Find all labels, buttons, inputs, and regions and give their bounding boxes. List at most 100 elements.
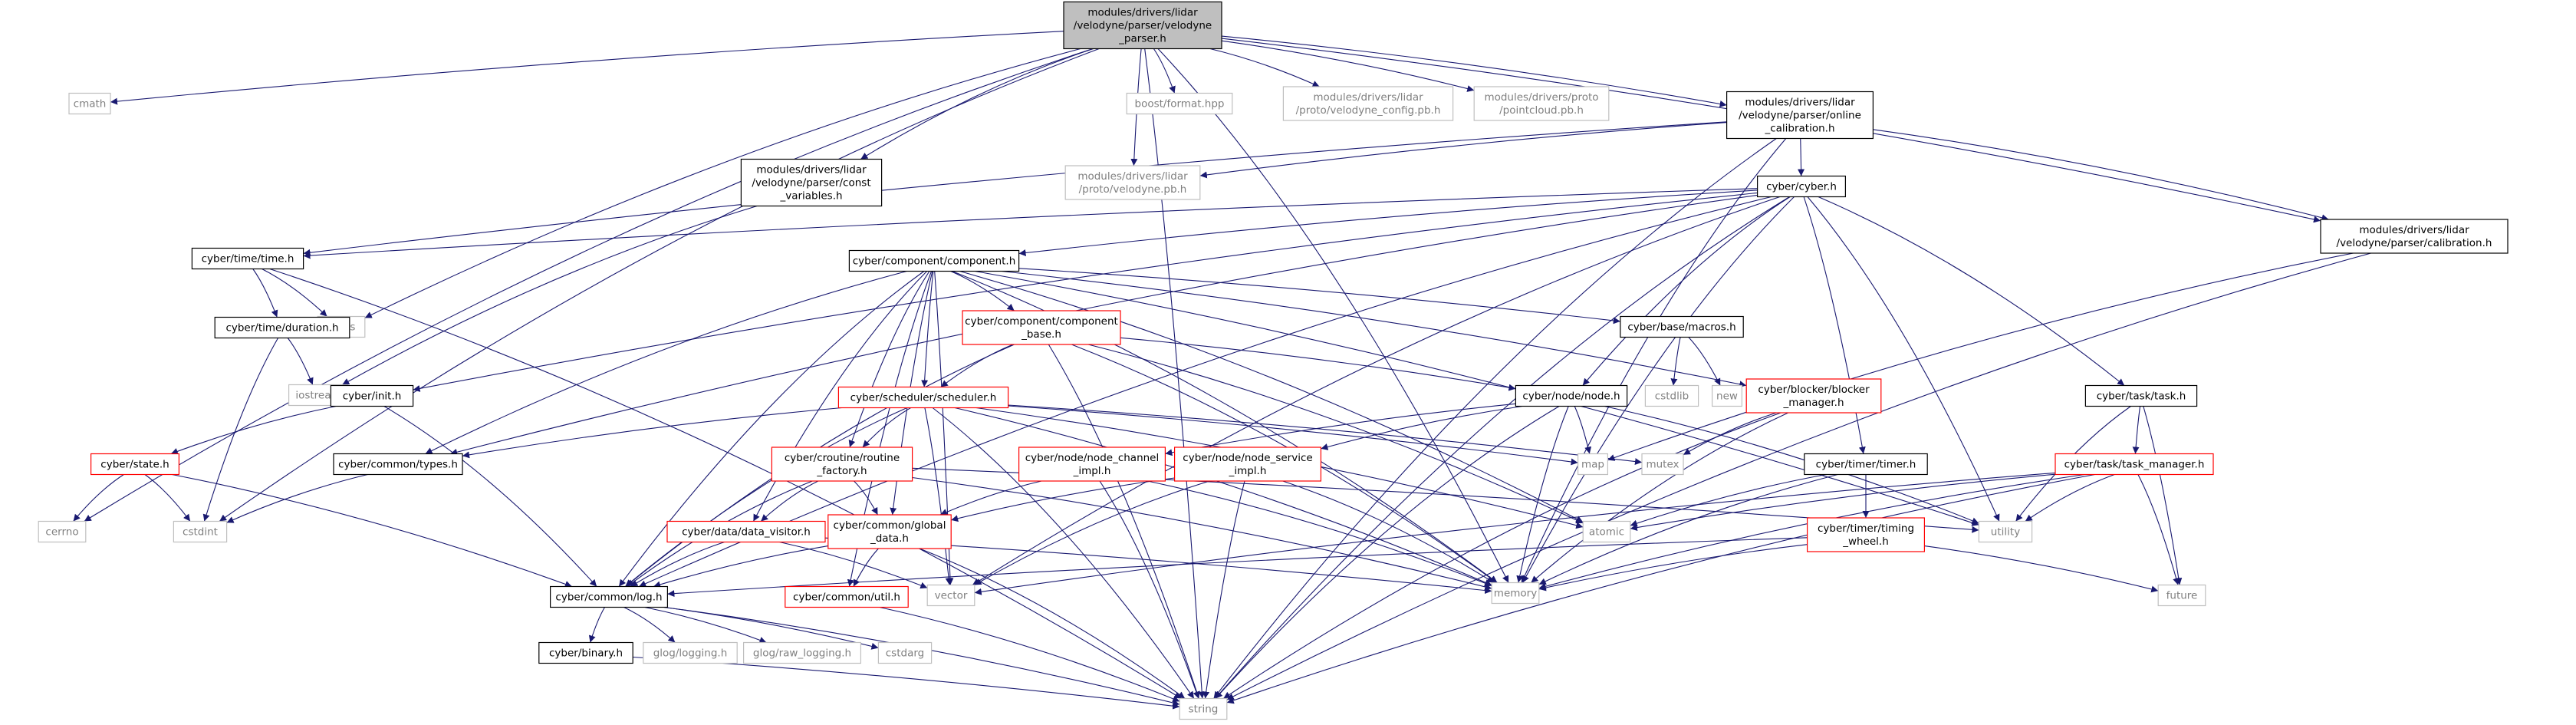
edge-data-visitor-to-vector xyxy=(779,541,928,589)
node-node-h[interactable]: cyber/node/node.h xyxy=(1515,384,1628,407)
node-box xyxy=(1126,92,1233,115)
node-box xyxy=(2157,584,2206,607)
node-const-variables[interactable]: modules/drivers/lidar/velodyne/parser/co… xyxy=(740,158,883,207)
dependency-edges xyxy=(73,31,2371,710)
edge-scheduler-h-to-map xyxy=(1008,405,1578,466)
edge-time-h-to-limits xyxy=(262,269,327,317)
edge-node-service-impl-to-string xyxy=(1202,480,1245,699)
dependency-nodes: modules/drivers/lidar/velodyne/parser/ve… xyxy=(38,1,2509,720)
node-state-h[interactable]: cyber/state.h xyxy=(90,453,180,476)
node-label: cyber/node/node.h xyxy=(1522,391,1620,403)
node-node-service-impl[interactable]: cyber/node/node_service_impl.h xyxy=(1173,447,1321,482)
node-component-base[interactable]: cyber/component/component_base.h xyxy=(962,310,1121,345)
node-log-h[interactable]: cyber/common/log.h xyxy=(549,585,668,608)
node-calibration-h[interactable]: modules/drivers/lidar/velodyne/parser/ca… xyxy=(2320,219,2509,254)
node-box xyxy=(1582,520,1631,543)
edge-macros-h-to-new xyxy=(1688,337,1721,386)
edge-scheduler-h-to-types-h xyxy=(462,407,842,459)
edge-component-h-to-macros-h xyxy=(1018,268,1620,325)
node-online-calibration[interactable]: modules/drivers/lidar/velodyne/parser/on… xyxy=(1726,91,1874,140)
node-pointcloud-pb: modules/drivers/proto/pointcloud.pb.h xyxy=(1473,86,1610,121)
edge-component-h-to-blocker-manager xyxy=(1001,270,1747,388)
node-box xyxy=(90,453,180,476)
node-box xyxy=(740,158,883,207)
edge-blocker-manager-to-string xyxy=(1222,412,1781,699)
edge-component-base-to-scheduler-h xyxy=(940,344,1014,387)
node-util-h[interactable]: cyber/common/util.h xyxy=(785,585,909,608)
edge-calibration-h-to-string xyxy=(1226,252,2371,700)
node-blocker-manager[interactable]: cyber/blocker/blocker_manager.h xyxy=(1745,378,1882,414)
edge-root-to-const-variables xyxy=(860,48,1094,160)
edge-scheduler-h-to-mutex xyxy=(1008,404,1643,466)
node-cstdlib: cstdlib xyxy=(1644,384,1699,407)
node-binary-h[interactable]: cyber/binary.h xyxy=(538,641,633,664)
node-box xyxy=(837,386,1009,409)
node-label: cyber/timer/timer.h xyxy=(1816,459,1916,471)
node-cerrno: cerrno xyxy=(38,520,87,543)
edge-data-visitor-to-log-h xyxy=(630,541,725,587)
edge-cyber-h-to-init-h xyxy=(413,192,1758,392)
node-box xyxy=(1173,447,1321,482)
edge-cyber-h-to-component-h xyxy=(1018,189,1758,256)
node-box xyxy=(2055,453,2214,476)
node-label: modules/drivers/lidar xyxy=(1313,91,1423,104)
edge-routine-factory-to-global-data xyxy=(854,480,878,516)
node-node-channel-impl[interactable]: cyber/node/node_channel_impl.h xyxy=(1018,447,1166,482)
node-label: cyber/component/component.h xyxy=(853,255,1016,268)
node-duration-h[interactable]: cyber/time/duration.h xyxy=(214,316,350,339)
edge-binary-h-to-string xyxy=(633,656,1180,710)
node-types-h[interactable]: cyber/common/types.h xyxy=(333,453,463,476)
node-routine-factory[interactable]: cyber/croutine/routine_factory.h xyxy=(771,447,913,482)
node-box xyxy=(1978,520,2033,543)
edge-time-h-to-string xyxy=(269,268,1182,699)
node-label: cyber/timer/timing xyxy=(1818,522,1914,535)
edge-root-to-cerrno xyxy=(84,48,1094,522)
edge-blocker-manager-to-mutex xyxy=(1683,412,1777,456)
node-box xyxy=(1726,91,1874,140)
node-scheduler-h[interactable]: cyber/scheduler/scheduler.h xyxy=(837,386,1009,409)
node-label: cyber/common/util.h xyxy=(793,592,900,604)
node-init-h[interactable]: cyber/init.h xyxy=(330,384,414,407)
node-time-h[interactable]: cyber/time/time.h xyxy=(191,247,304,270)
node-box xyxy=(643,641,738,664)
edge-node-service-impl-to-global-data xyxy=(951,477,1175,522)
node-memory: memory xyxy=(1491,582,1540,605)
node-global-data[interactable]: cyber/common/global_data.h xyxy=(827,514,952,549)
node-task-manager[interactable]: cyber/task/task_manager.h xyxy=(2055,453,2214,476)
node-label: cyber/scheduler/scheduler.h xyxy=(850,392,997,404)
edge-node-h-to-node-service-impl xyxy=(1321,405,1523,450)
node-task-h[interactable]: cyber/task/task.h xyxy=(2084,384,2198,407)
node-label: /velodyne/parser/velodyne xyxy=(1074,20,1212,32)
node-box xyxy=(877,641,933,664)
node-label: cstdint xyxy=(183,526,218,539)
edge-online-calibration-to-velodyne-pb xyxy=(1199,122,1727,179)
node-box xyxy=(173,520,228,543)
node-timing-wheel[interactable]: cyber/timer/timing_wheel.h xyxy=(1807,517,1926,552)
edge-component-base-to-atomic xyxy=(1087,344,1584,524)
edge-component-h-to-log-h xyxy=(618,271,925,587)
edge-routine-factory-to-memory xyxy=(912,476,1492,591)
node-root[interactable]: modules/drivers/lidar/velodyne/parser/ve… xyxy=(1063,1,1222,50)
node-cyber-h[interactable]: cyber/cyber.h xyxy=(1757,175,1847,198)
node-label: cmath xyxy=(74,98,107,110)
node-box xyxy=(926,584,975,607)
edge-node-channel-impl-to-string xyxy=(1099,480,1200,699)
node-label: atomic xyxy=(1589,526,1624,539)
edge-log-h-to-cstdarg xyxy=(663,606,879,650)
edge-task-manager-to-future xyxy=(2137,474,2180,585)
edge-state-h-to-cstdint xyxy=(144,474,191,522)
edge-root-to-pointcloud-pb xyxy=(1221,40,1475,92)
edge-root-to-boost-format xyxy=(1153,48,1176,94)
node-box xyxy=(1578,453,1609,476)
node-macros-h[interactable]: cyber/base/macros.h xyxy=(1620,315,1744,338)
node-component-h[interactable]: cyber/component/component.h xyxy=(848,249,1020,272)
node-box xyxy=(1620,315,1744,338)
node-label: _calibration.h xyxy=(1764,123,1834,135)
node-timer-h[interactable]: cyber/timer/timer.h xyxy=(1804,453,1928,476)
edge-cyber-h-to-string xyxy=(1215,196,1790,699)
edge-online-calibration-to-calibration-h xyxy=(1873,129,2329,222)
node-label: cyber/time/time.h xyxy=(202,253,294,265)
node-data-visitor[interactable]: cyber/data/data_visitor.h xyxy=(666,520,826,543)
edge-root-to-cmath xyxy=(110,31,1064,105)
